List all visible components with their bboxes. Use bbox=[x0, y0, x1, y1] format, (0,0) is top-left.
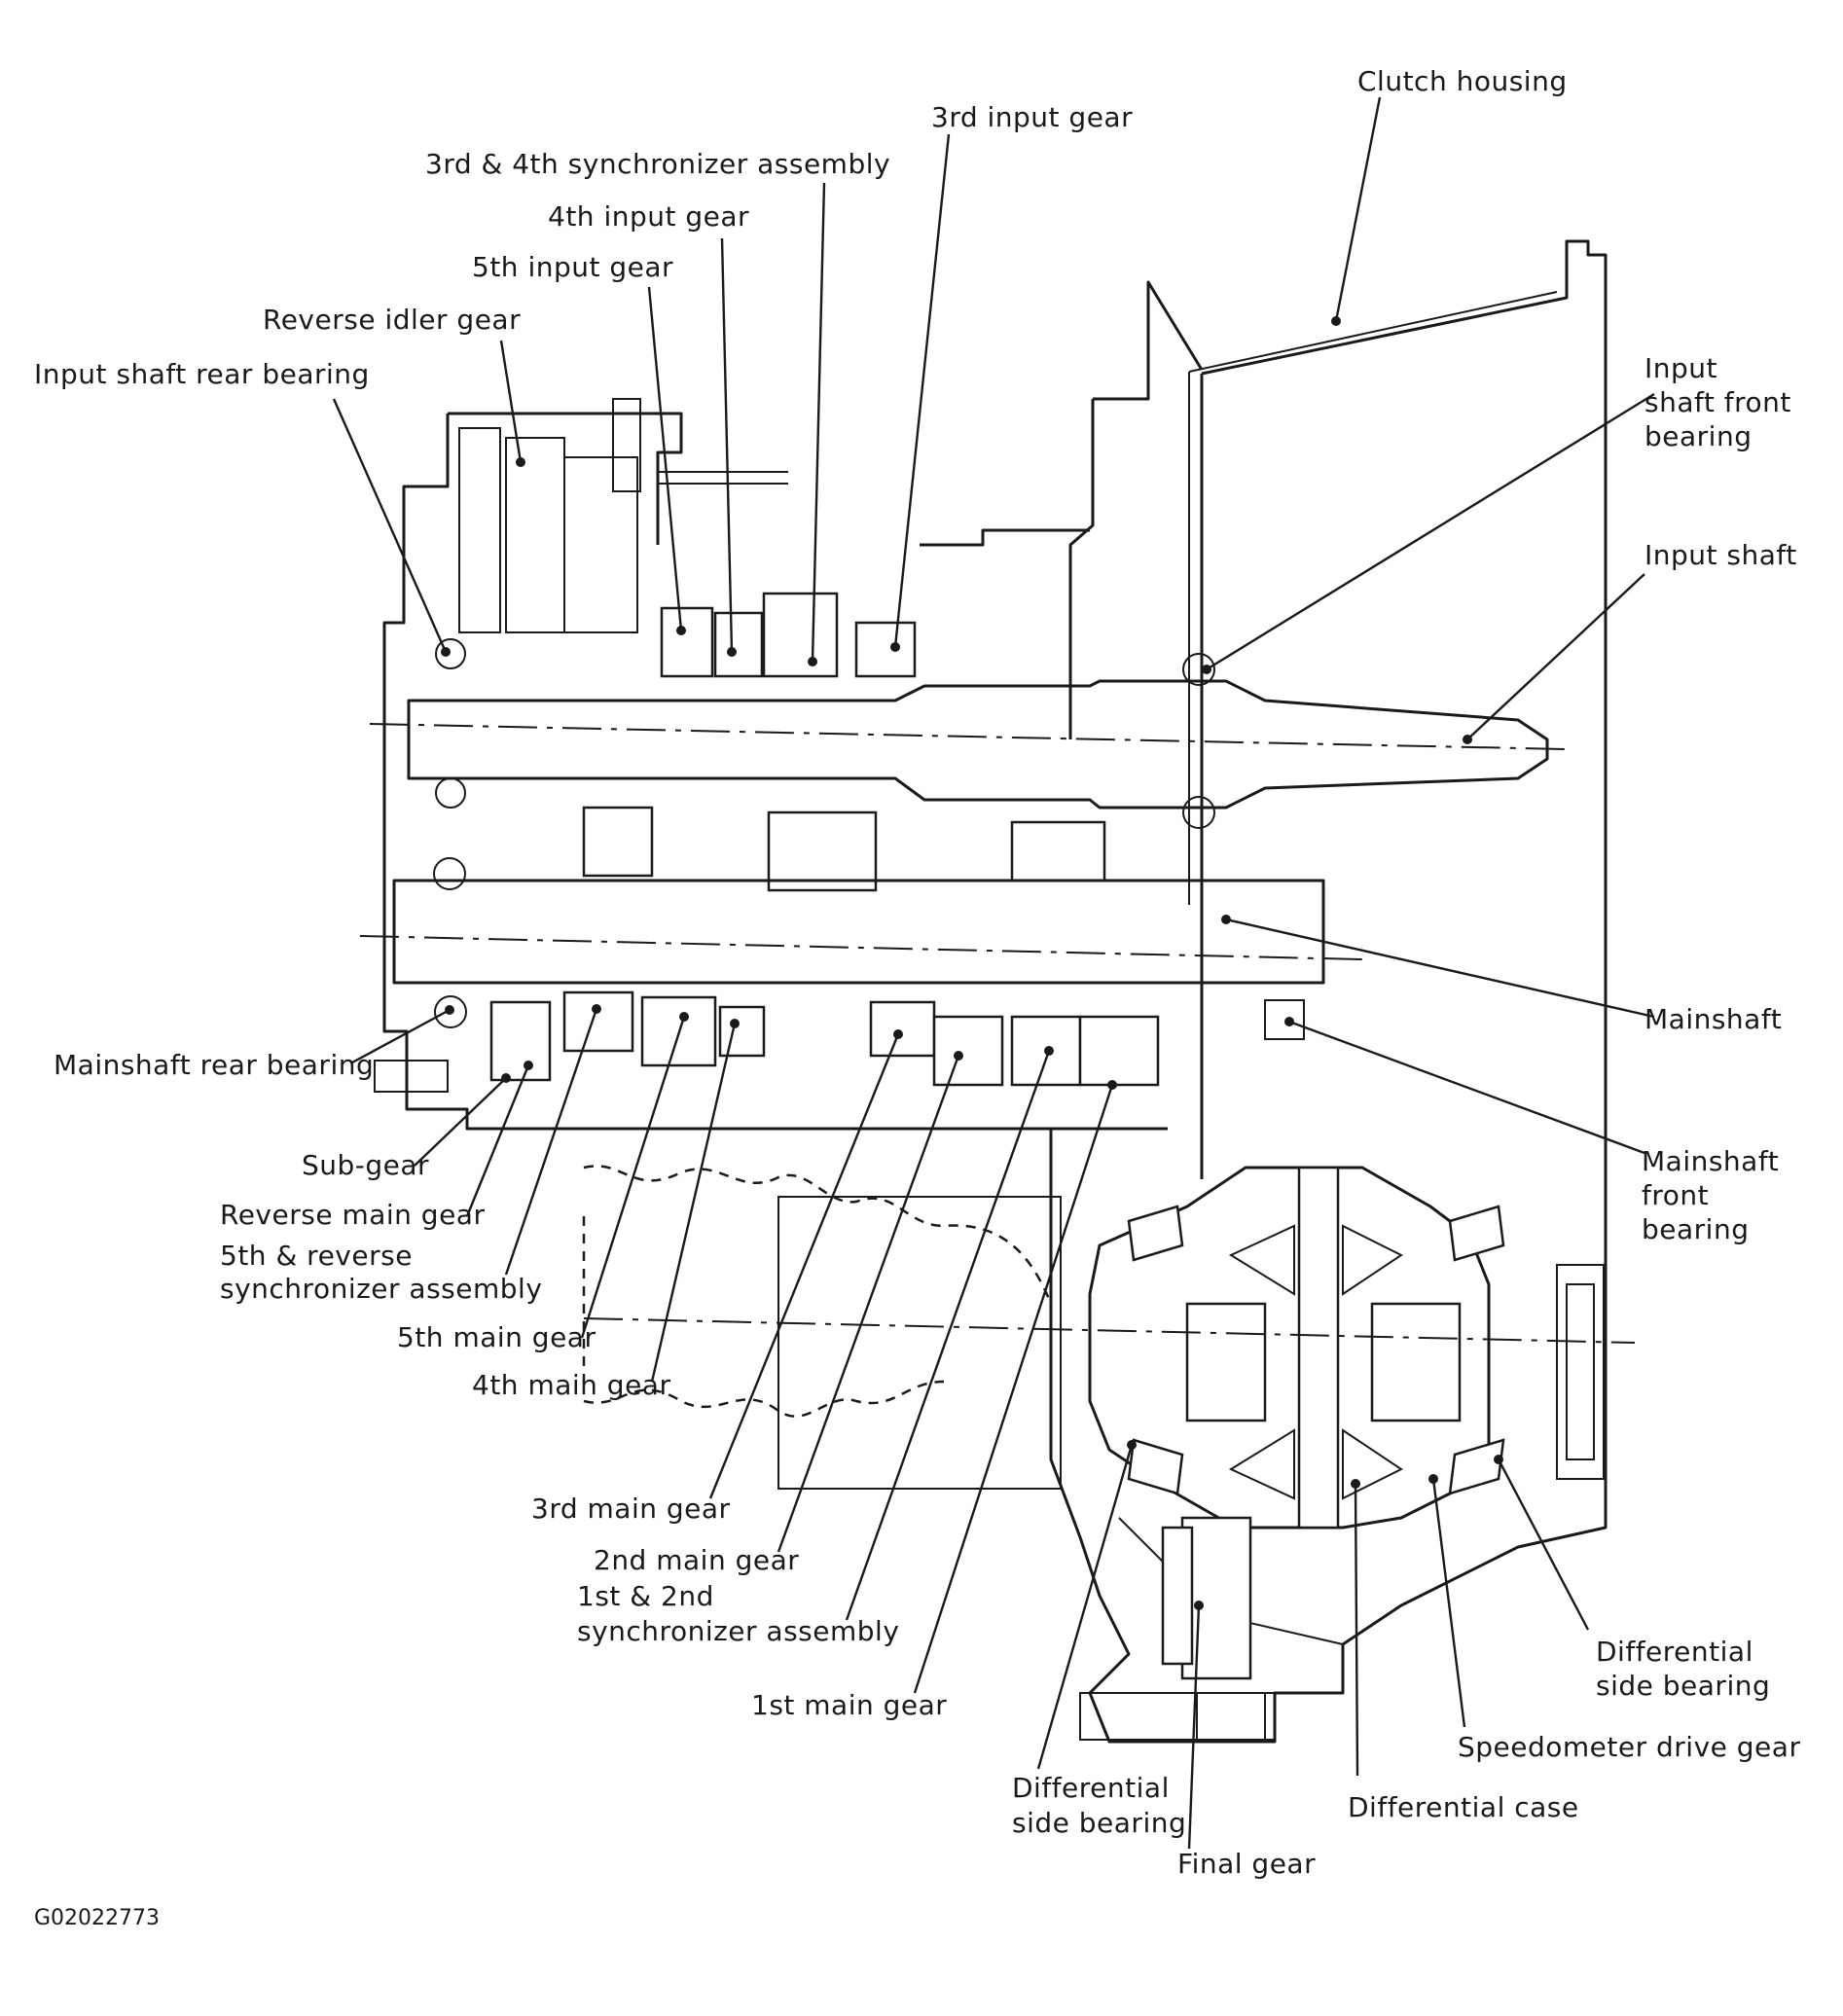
label-differential-side-bearing-left-line-1: Differential bbox=[1012, 1772, 1170, 1804]
label-input-shaft-front-bearing-line-3: bearing bbox=[1644, 420, 1752, 452]
label-1st-2nd-synchronizer-assembly-line-1: 1st & 2nd bbox=[577, 1580, 714, 1612]
label-differential-case: Differential case bbox=[1348, 1791, 1579, 1823]
label-4th-main-gear: 4th main gear bbox=[472, 1369, 670, 1401]
label-5th-main-gear: 5th main gear bbox=[397, 1321, 596, 1353]
label-1st-2nd-synchronizer-assembly-line-2: synchronizer assembly bbox=[577, 1615, 899, 1647]
label-input-shaft-front-bearing-line-1: Input bbox=[1644, 352, 1717, 384]
leader-lines bbox=[332, 96, 1655, 1850]
label-final-gear: Final gear bbox=[1177, 1848, 1316, 1880]
label-3rd-main-gear: 3rd main gear bbox=[531, 1493, 731, 1525]
label-5th-input-gear: 5th input gear bbox=[472, 251, 673, 283]
label-mainshaft-front-bearing-line-2: front bbox=[1642, 1179, 1709, 1211]
callout-labels: Clutch housing 3rd input gear 3rd & 4th … bbox=[34, 65, 1800, 1930]
label-mainshaft: Mainshaft bbox=[1644, 1003, 1782, 1035]
label-input-shaft-rear-bearing: Input shaft rear bearing bbox=[34, 358, 370, 390]
label-clutch-housing: Clutch housing bbox=[1357, 65, 1568, 97]
label-3rd-input-gear: 3rd input gear bbox=[931, 101, 1133, 133]
label-differential-side-bearing-left-line-2: side bearing bbox=[1012, 1807, 1186, 1839]
label-mainshaft-front-bearing-line-3: bearing bbox=[1642, 1213, 1749, 1245]
label-differential-side-bearing-right-line-1: Differential bbox=[1596, 1636, 1753, 1668]
label-input-shaft-front-bearing-line-2: shaft front bbox=[1644, 386, 1791, 418]
label-differential-side-bearing-right-line-2: side bearing bbox=[1596, 1670, 1770, 1702]
label-input-shaft: Input shaft bbox=[1644, 539, 1797, 571]
transaxle-drawing bbox=[359, 239, 1636, 1744]
label-4th-input-gear: 4th input gear bbox=[548, 200, 749, 233]
label-reverse-main-gear: Reverse main gear bbox=[220, 1199, 485, 1231]
label-2nd-main-gear: 2nd main gear bbox=[594, 1544, 799, 1576]
figure-code: G02022773 bbox=[34, 1906, 160, 1930]
label-5th-reverse-synchronizer-assembly-line-1: 5th & reverse bbox=[220, 1240, 413, 1272]
label-mainshaft-front-bearing-line-1: Mainshaft bbox=[1642, 1145, 1779, 1177]
label-reverse-idler-gear: Reverse idler gear bbox=[263, 304, 521, 336]
label-speedometer-drive-gear: Speedometer drive gear bbox=[1458, 1731, 1800, 1763]
label-3rd-4th-synchronizer-assembly: 3rd & 4th synchronizer assembly bbox=[425, 148, 890, 180]
label-5th-reverse-synchronizer-assembly-line-2: synchronizer assembly bbox=[220, 1273, 542, 1305]
label-sub-gear: Sub-gear bbox=[302, 1149, 429, 1181]
label-mainshaft-rear-bearing: Mainshaft rear bearing bbox=[54, 1049, 374, 1081]
label-1st-main-gear: 1st main gear bbox=[751, 1689, 947, 1721]
